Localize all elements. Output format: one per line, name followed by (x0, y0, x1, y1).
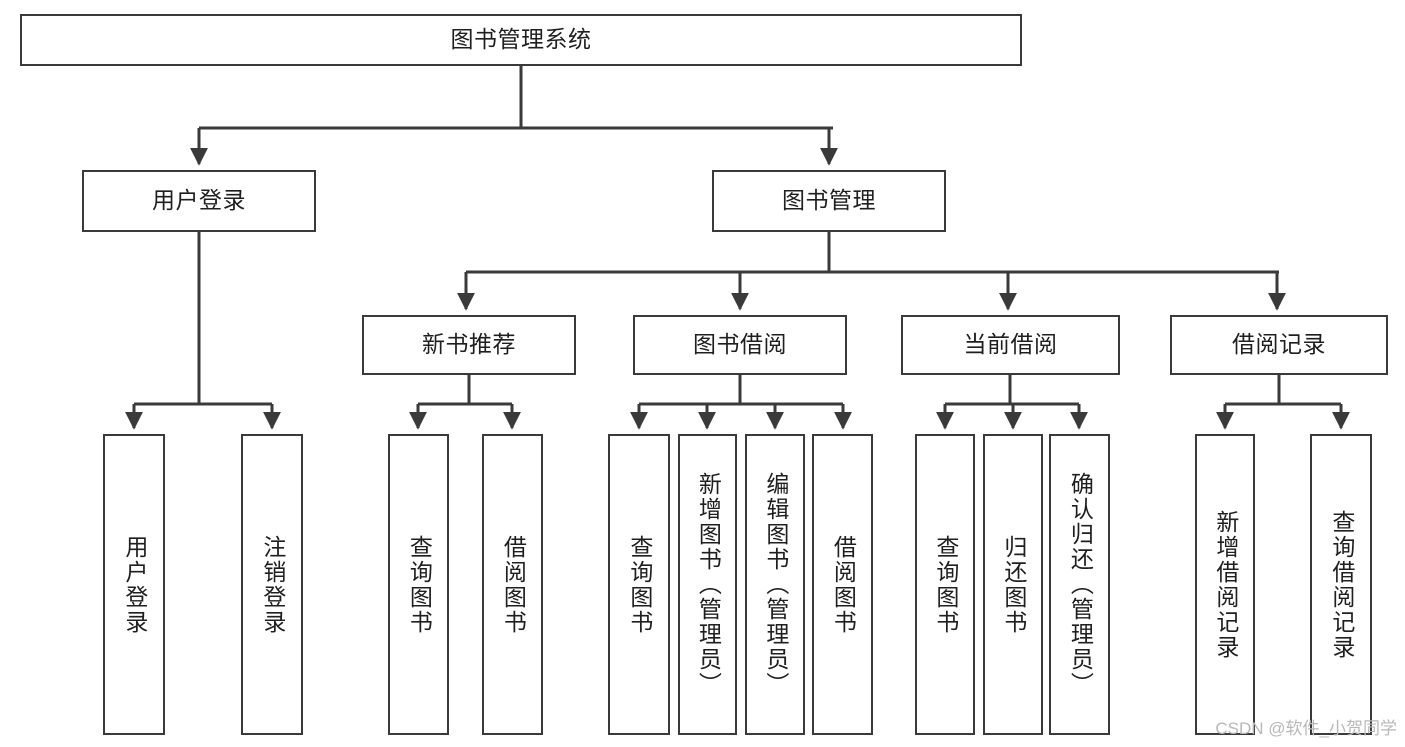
node-label: 归还图书 (1000, 534, 1027, 635)
leaf-query-book-borrow[interactable]: 查询图书 (608, 434, 670, 735)
node-user-login[interactable]: 用户登录 (82, 170, 316, 232)
node-label: 查询图书 (406, 534, 433, 635)
node-label: 新增借阅记录 (1212, 509, 1239, 660)
leaf-borrow-book[interactable]: 借阅图书 (812, 434, 873, 735)
leaf-add-borrow-record[interactable]: 新增借阅记录 (1195, 434, 1255, 735)
leaf-user-logout[interactable]: 注销登录 (241, 434, 303, 735)
node-label: 图书管理系统 (450, 26, 592, 53)
leaf-return-book[interactable]: 归还图书 (983, 434, 1043, 735)
node-label: 查询图书 (932, 534, 959, 635)
node-label: 当前借阅 (963, 331, 1058, 358)
node-new-book-recommend[interactable]: 新书推荐 (362, 315, 576, 375)
leaf-borrow-book-recommend[interactable]: 借阅图书 (482, 434, 543, 735)
leaf-add-book-admin[interactable]: 新增图书（管理员） (678, 434, 737, 735)
node-root[interactable]: 图书管理系统 (20, 14, 1022, 66)
node-label: 用户登录 (121, 534, 148, 635)
node-label: 新增图书（管理员） (695, 472, 722, 697)
leaf-query-book-current[interactable]: 查询图书 (915, 434, 975, 735)
node-label: 新书推荐 (422, 331, 516, 358)
node-label: 注销登录 (259, 534, 286, 635)
node-label: 图书借阅 (693, 331, 787, 358)
leaf-query-book-recommend[interactable]: 查询图书 (388, 434, 449, 735)
node-label: 查询图书 (626, 534, 653, 635)
node-label: 图书管理 (782, 187, 876, 214)
leaf-edit-book-admin[interactable]: 编辑图书（管理员） (745, 434, 805, 735)
node-book-borrow[interactable]: 图书借阅 (633, 315, 847, 375)
watermark: CSDN @软件_小贺同学 (1215, 719, 1397, 738)
node-current-borrow[interactable]: 当前借阅 (901, 315, 1120, 375)
node-label: 借阅记录 (1232, 331, 1326, 358)
node-label: 用户登录 (152, 187, 246, 214)
node-label: 确认归还（管理员） (1067, 472, 1094, 697)
leaf-query-borrow-record[interactable]: 查询借阅记录 (1310, 434, 1372, 735)
leaf-confirm-return-admin[interactable]: 确认归还（管理员） (1049, 434, 1110, 735)
node-borrow-record[interactable]: 借阅记录 (1170, 315, 1388, 375)
node-book-management[interactable]: 图书管理 (712, 170, 946, 232)
node-label: 借阅图书 (830, 534, 857, 635)
leaf-user-login[interactable]: 用户登录 (103, 434, 165, 735)
node-label: 借阅图书 (500, 534, 527, 635)
node-label: 编辑图书（管理员） (762, 472, 789, 697)
node-label: 查询借阅记录 (1328, 509, 1355, 660)
